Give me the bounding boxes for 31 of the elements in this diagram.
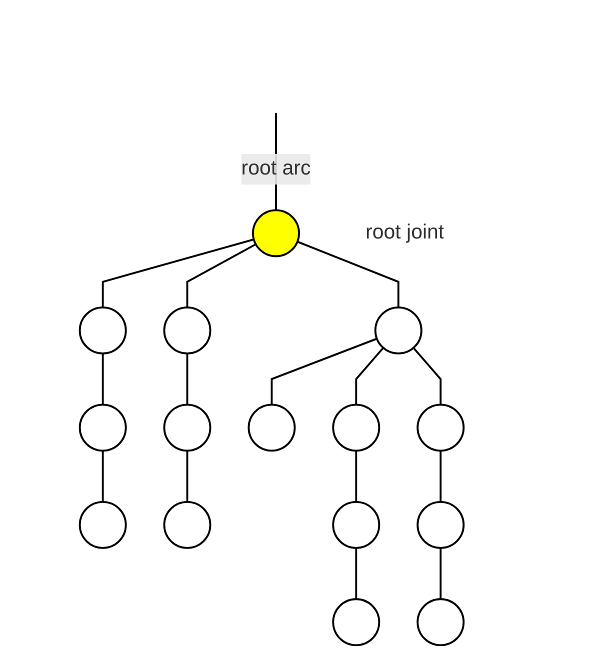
- node-circle: [332, 500, 380, 548]
- node-circle: [416, 500, 465, 548]
- node-circle: [252, 208, 300, 257]
- connector: [412, 346, 442, 404]
- connector: [440, 547, 442, 599]
- node-circle: [332, 598, 380, 646]
- node-label: root joint: [366, 221, 444, 243]
- connector: [297, 240, 400, 307]
- node-circle: [416, 403, 465, 452]
- node-circle: [416, 598, 465, 646]
- connector: [355, 346, 384, 404]
- node-circle: [374, 306, 422, 354]
- connector: [102, 450, 104, 502]
- edge-label: root arc: [241, 157, 311, 179]
- node-circle: [248, 403, 296, 452]
- node-circle: [163, 500, 212, 548]
- node-circle: [163, 306, 212, 354]
- connector: [440, 450, 442, 502]
- connector: [102, 352, 104, 404]
- node-circle: [78, 500, 127, 548]
- connector: [186, 242, 256, 307]
- connector: [270, 337, 378, 404]
- connector: [186, 450, 188, 502]
- node-circle: [78, 403, 127, 452]
- node-circle: [78, 306, 127, 354]
- connector: [186, 352, 188, 404]
- connector: [102, 238, 254, 307]
- node-circle: [163, 403, 212, 452]
- connector: [355, 547, 358, 599]
- connector: [355, 450, 358, 502]
- node-circle: [332, 403, 380, 452]
